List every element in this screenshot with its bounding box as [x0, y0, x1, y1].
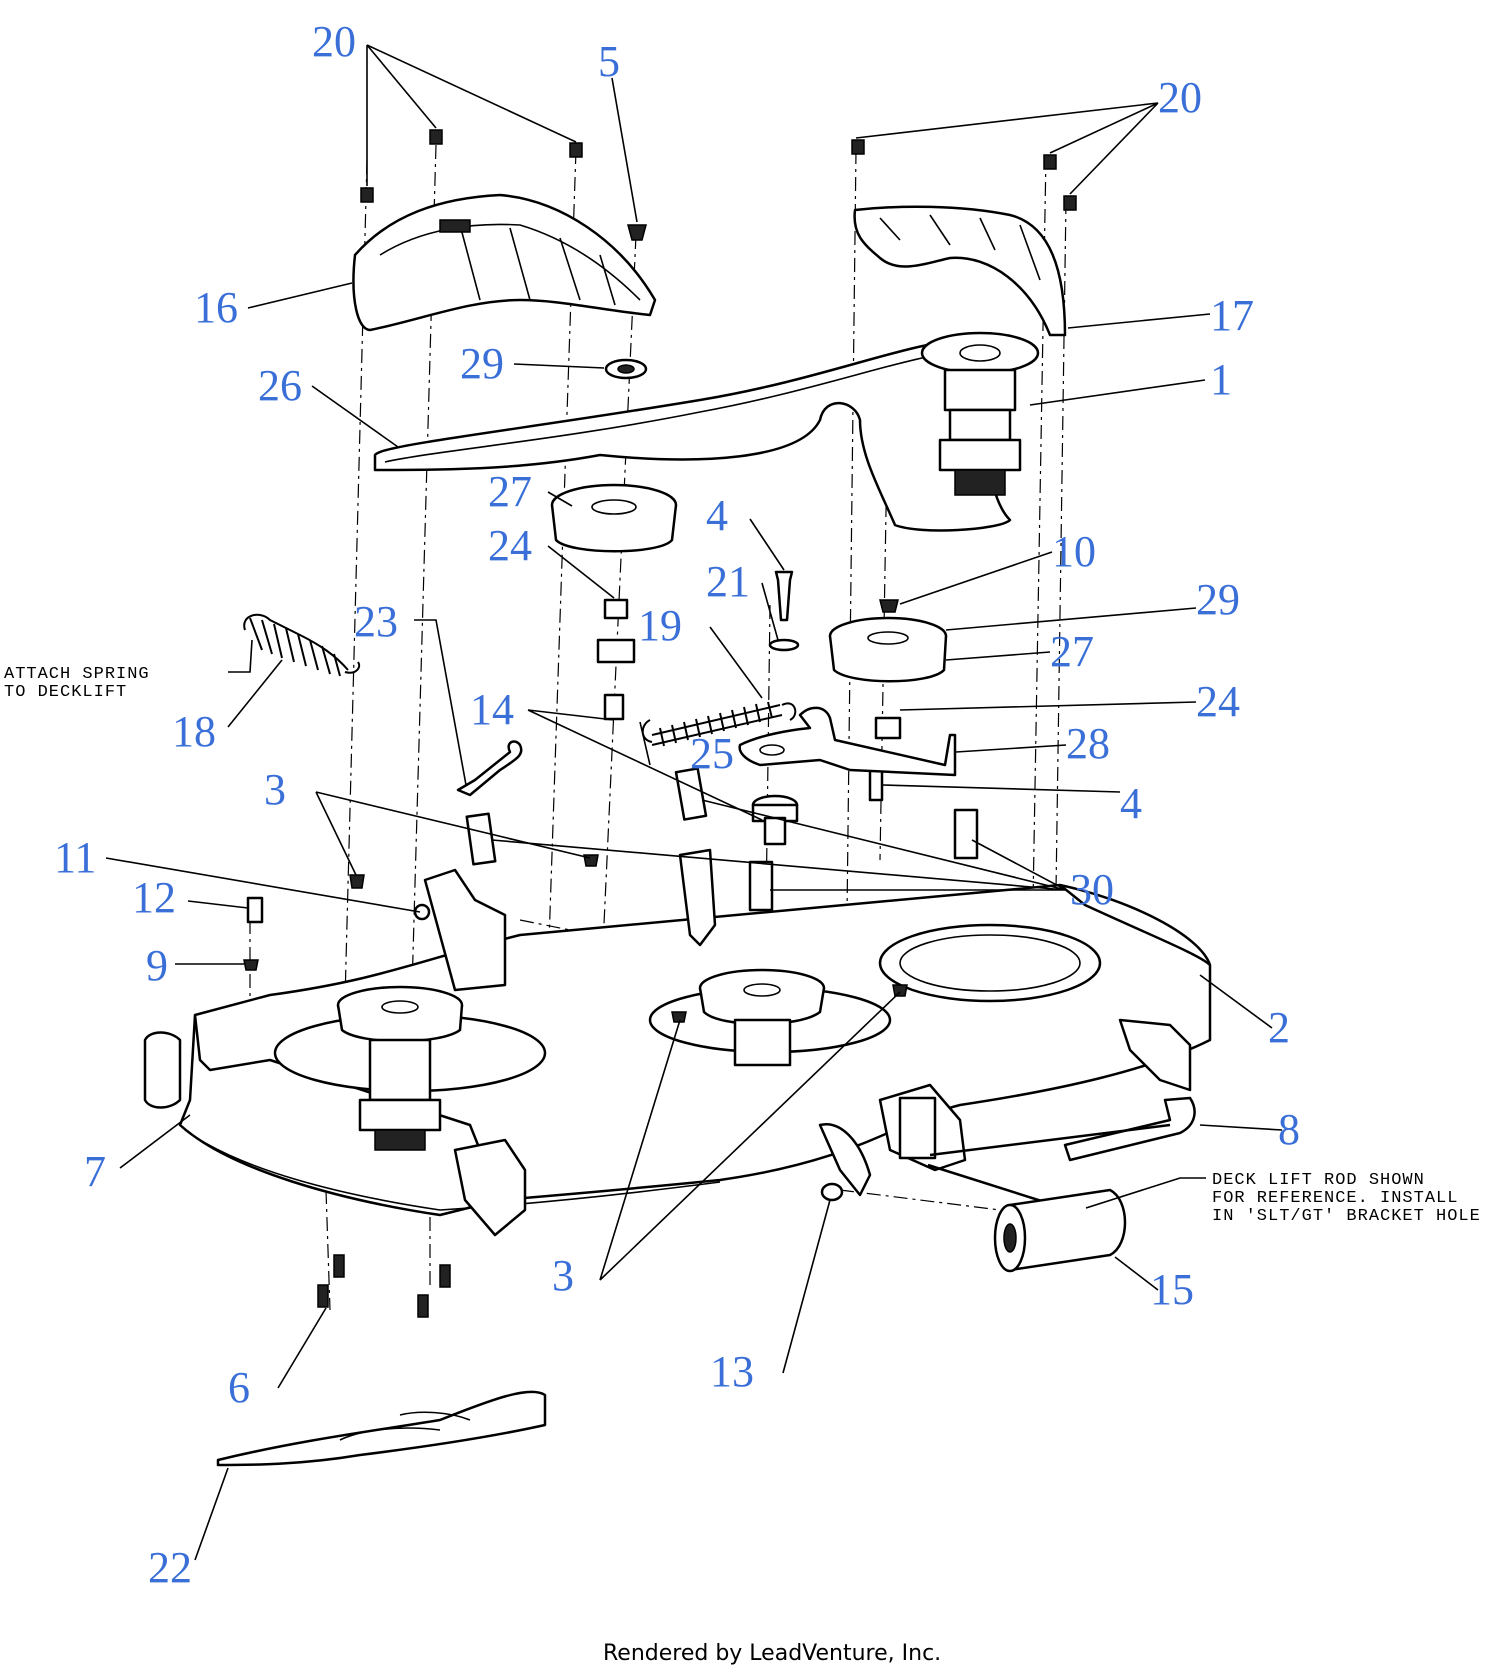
- callout-28: 28: [1066, 719, 1110, 768]
- note-spring-line-1: ATTACH SPRING: [4, 665, 150, 684]
- assembly-notes: ATTACH SPRING TO DECKLIFT DECK LIFT ROD …: [4, 665, 1481, 1226]
- render-credit: Rendered by LeadVenture, Inc.: [603, 1641, 941, 1666]
- idler-pulley-right: [828, 599, 948, 740]
- callout-25: 25: [690, 729, 734, 778]
- leader-lines: [105, 44, 1283, 1561]
- callout-7: 7: [84, 1147, 106, 1196]
- callout-3-top: 3: [264, 765, 286, 814]
- callout-9: 9: [146, 941, 168, 990]
- spring-hook-23: [456, 740, 523, 797]
- callout-29-right: 29: [1196, 575, 1240, 624]
- rear-bracket-center: [678, 848, 872, 1197]
- callout-27-right: 27: [1050, 627, 1094, 676]
- callout-10: 10: [1052, 527, 1096, 576]
- callout-2: 2: [1268, 1003, 1290, 1052]
- callout-20-left: 20: [312, 17, 356, 66]
- callout-3-bottom: 3: [552, 1251, 574, 1300]
- left-belt-cover: [352, 193, 657, 332]
- callout-21: 21: [706, 557, 750, 606]
- gauge-wheel-15: [993, 1188, 1127, 1273]
- rear-bracket-left: [453, 1138, 527, 1237]
- callout-11: 11: [54, 833, 96, 882]
- callout-1: 1: [1210, 355, 1232, 404]
- callout-19: 19: [638, 601, 682, 650]
- callout-15: 15: [1150, 1265, 1194, 1314]
- callout-20-right: 20: [1158, 73, 1202, 122]
- idler-pulley-left: [550, 483, 678, 721]
- callout-30: 30: [1070, 865, 1114, 914]
- callout-17: 17: [1210, 291, 1254, 340]
- idler-arm-28: [738, 706, 957, 823]
- spring-19: [641, 701, 797, 747]
- callout-12: 12: [132, 873, 176, 922]
- callout-4-mid: 4: [1120, 779, 1142, 828]
- callout-13: 13: [710, 1347, 754, 1396]
- note-rod-line-3: IN 'SLT/GT' BRACKET HOLE: [1212, 1207, 1481, 1226]
- spring-18: [243, 613, 361, 677]
- callout-24-left: 24: [488, 521, 532, 570]
- note-rod-line-1: DECK LIFT ROD SHOWN: [1212, 1171, 1425, 1190]
- bearing-29-top: [604, 358, 648, 380]
- blade-22: [216, 1390, 547, 1467]
- callout-18: 18: [172, 707, 216, 756]
- drive-belt: [373, 338, 1014, 532]
- right-spindle-assembly: [920, 331, 1040, 496]
- callout-14: 14: [470, 685, 514, 734]
- deck-lift-rod-8: [927, 1096, 1196, 1212]
- bolts-top: [360, 129, 1077, 241]
- part-callouts: 20 5 20 16 17 29 26 1 27 24 4 10 21 29 2…: [54, 17, 1300, 1592]
- bolts-bottom: [243, 854, 908, 1318]
- callout-4-top: 4: [706, 491, 728, 540]
- callout-29-top: 29: [460, 339, 504, 388]
- callout-22: 22: [148, 1543, 192, 1592]
- callout-27-left: 27: [488, 467, 532, 516]
- center-deck-spindle: [698, 968, 826, 1067]
- callout-26: 26: [258, 361, 302, 410]
- right-belt-cover: [853, 205, 1067, 337]
- callout-16: 16: [194, 283, 238, 332]
- note-spring-line-2: TO DECKLIFT: [4, 683, 127, 702]
- callout-5: 5: [598, 37, 620, 86]
- note-rod-line-2: FOR REFERENCE. INSTALL: [1212, 1189, 1458, 1208]
- front-left-bracket: [143, 868, 507, 1109]
- deck-lift-bracket-right: [878, 1018, 1192, 1172]
- callout-24-right: 24: [1196, 677, 1240, 726]
- left-deck-spindle: [336, 985, 464, 1151]
- callout-6: 6: [228, 1363, 250, 1412]
- callout-23: 23: [354, 597, 398, 646]
- callout-8: 8: [1278, 1105, 1300, 1154]
